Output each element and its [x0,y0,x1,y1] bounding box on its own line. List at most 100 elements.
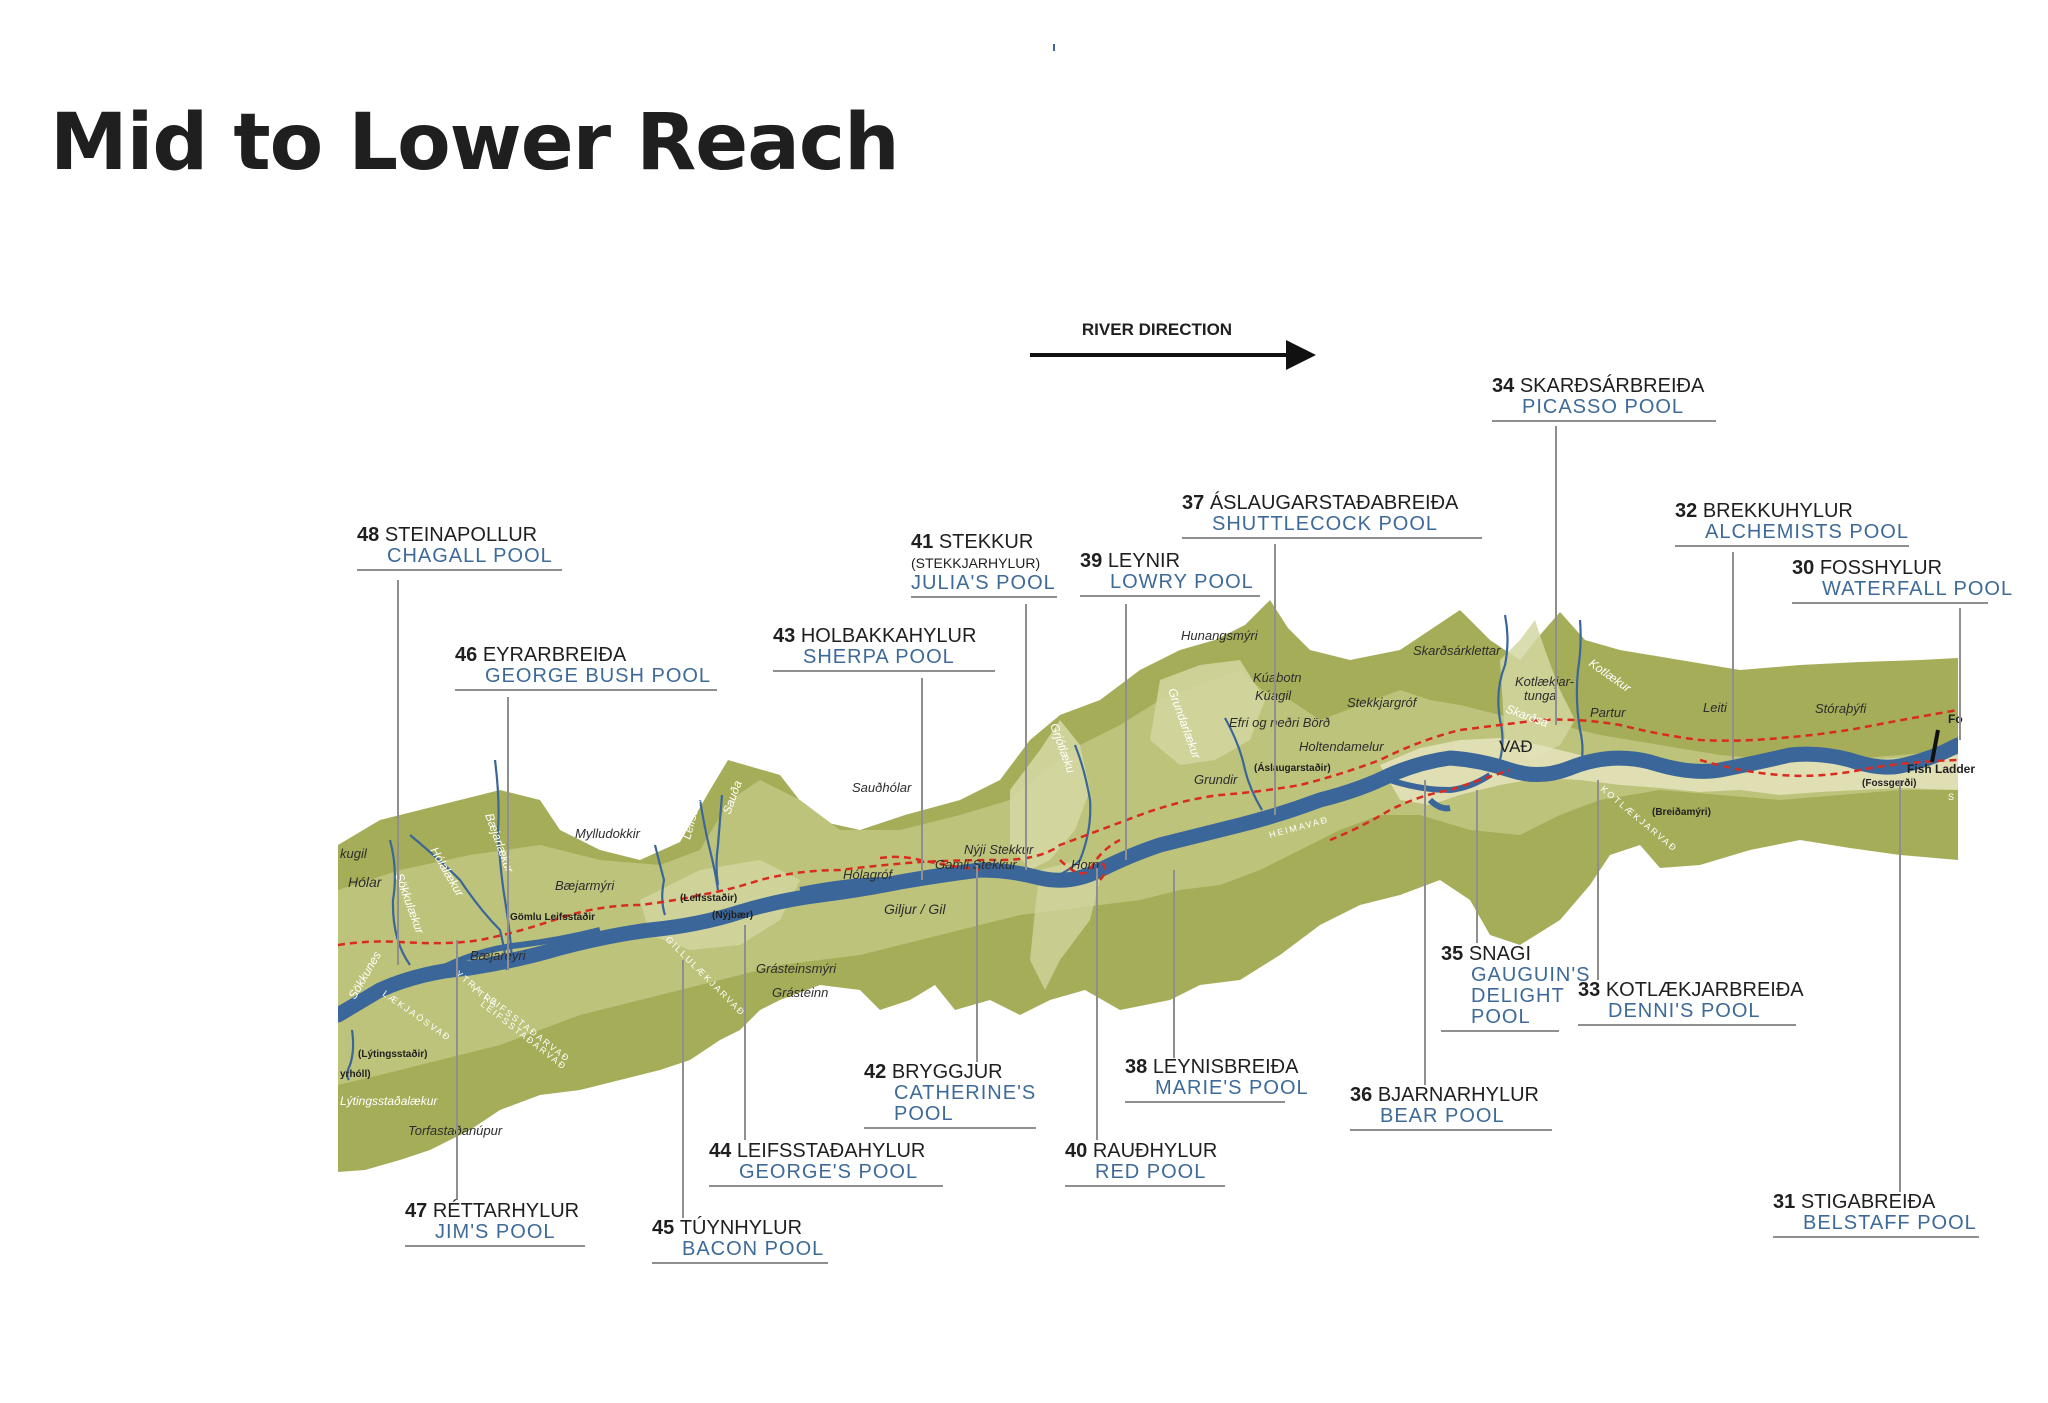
pool-title: 30 FOSSHYLUR [1792,557,1942,579]
pool-icelandic-name: STEINAPOLLUR [385,524,537,546]
pool-english-name: GEORGE BUSH POOL [485,665,711,687]
pool-number: 44 [709,1140,737,1162]
place-name: Bæjarmýri [555,878,615,893]
place-name: Gamli Stekkur [935,857,1017,872]
pool-english-name: LOWRY POOL [1110,571,1254,593]
ford-name: S [1948,792,1956,802]
pool-english-name: JIM'S POOL [435,1221,556,1243]
pool-number: 45 [652,1217,680,1239]
pool-icelandic-name: LEIFSSTAÐAHYLUR [737,1140,926,1162]
pool-title: 33 KOTLÆKJARBREIÐA [1578,979,1804,1001]
place-name: (Áslaugarstaðir) [1254,761,1331,774]
pool-icelandic-name: SKARÐSÁRBREIÐA [1520,374,1705,397]
pool-english-name: GEORGE'S POOL [739,1161,918,1183]
pool-english-name: JULIA'S POOL [911,572,1056,594]
pool-icelandic-name: SNAGI [1469,943,1531,965]
pool-english-name: BELSTAFF POOL [1803,1212,1977,1234]
place-name: Efri og neðri Börð [1229,715,1330,730]
valley-land-light-5 [1030,860,1100,990]
pool-english-name: GAUGUIN'S [1471,964,1591,986]
river-direction-label: RIVER DIRECTION [1082,320,1232,339]
arrow-head-icon [1286,340,1316,370]
pool-title: 45 TÚYNHYLUR [652,1216,802,1239]
place-name: Sauðhólar [852,780,912,795]
pool-label-41[interactable]: 41 STEKKUR(STEKKJARHYLUR)JULIA'S POOL [911,531,1057,870]
place-name: Nýji Stekkur [964,842,1034,857]
place-name: Kúagil [1255,688,1292,703]
pool-english-name: MARIE'S POOL [1155,1077,1309,1099]
pool-title: 38 LEYNISBREIÐA [1125,1056,1299,1078]
pool-number: 38 [1125,1056,1153,1078]
place-name: Hunangsmýri [1181,628,1259,643]
pool-icelandic-name: KOTLÆKJARBREIÐA [1606,979,1804,1001]
pool-title: 40 RAUÐHYLUR [1065,1140,1217,1162]
pool-title: 34 SKARÐSÁRBREIÐA [1492,374,1705,397]
pool-icelandic-name: LEYNISBREIÐA [1153,1056,1299,1078]
pool-title: 48 STEINAPOLLUR [357,524,537,546]
pool-number: 48 [357,524,385,546]
place-name: Grásteinn [772,985,828,1000]
pool-icelandic-name: STEKKUR [939,531,1033,553]
place-name: Skarðsárklettar [1413,643,1501,658]
pool-icelandic-name: RAUÐHYLUR [1093,1140,1217,1162]
pool-number: 35 [1441,943,1469,965]
pool-english-name: CHAGALL POOL [387,545,553,567]
place-name: Grásteinsmýri [756,961,837,976]
pool-number: 39 [1080,550,1108,572]
place-name: Leiti [1703,700,1728,715]
pool-english-name: SHERPA POOL [803,646,955,668]
place-name: Hólar [348,874,383,890]
river-side-channel [418,772,1492,983]
pool-title: 31 STIGABREIÐA [1773,1191,1936,1213]
pool-number: 42 [864,1061,892,1083]
pool-number: 40 [1065,1140,1093,1162]
page-title: Mid to Lower Reach [50,98,900,188]
place-name: Horn [1071,857,1099,872]
pool-english-name: DELIGHT [1471,985,1565,1007]
pool-icelandic-name: BJARNARHYLUR [1378,1084,1539,1106]
place-name: Kotlækjar- [1515,674,1575,689]
pool-number: 30 [1792,557,1820,579]
pool-english-name: DENNI'S POOL [1608,1000,1761,1022]
place-name: Partur [1590,705,1626,720]
pool-title: 35 SNAGI [1441,943,1531,965]
pool-number: 46 [455,644,483,666]
tributary-name: Lýtingsstaðalækur [340,1094,438,1108]
place-name: Gömlu Leifsstaðir [510,911,595,923]
place-name: Fish Ladder [1907,762,1975,776]
place-name: Giljur / Gil [884,901,946,917]
pool-english-name: RED POOL [1095,1161,1206,1183]
pool-title: 32 BREKKUHYLUR [1675,500,1853,522]
pool-number: 37 [1182,492,1210,514]
pool-title: 41 STEKKUR [911,531,1033,553]
pool-number: 43 [773,625,801,647]
place-name: Mylludokkir [575,826,641,841]
place-name: yrhóll) [340,1069,371,1080]
place-name: Torfastaðanúpur [408,1123,503,1138]
pool-icelandic-name: FOSSHYLUR [1820,557,1942,579]
place-name: (Fossgerði) [1862,777,1916,789]
pool-number: 36 [1350,1084,1378,1106]
pool-english-name: ALCHEMISTS POOL [1705,521,1909,543]
pool-icelandic-name: HOLBAKKAHYLUR [801,625,977,647]
